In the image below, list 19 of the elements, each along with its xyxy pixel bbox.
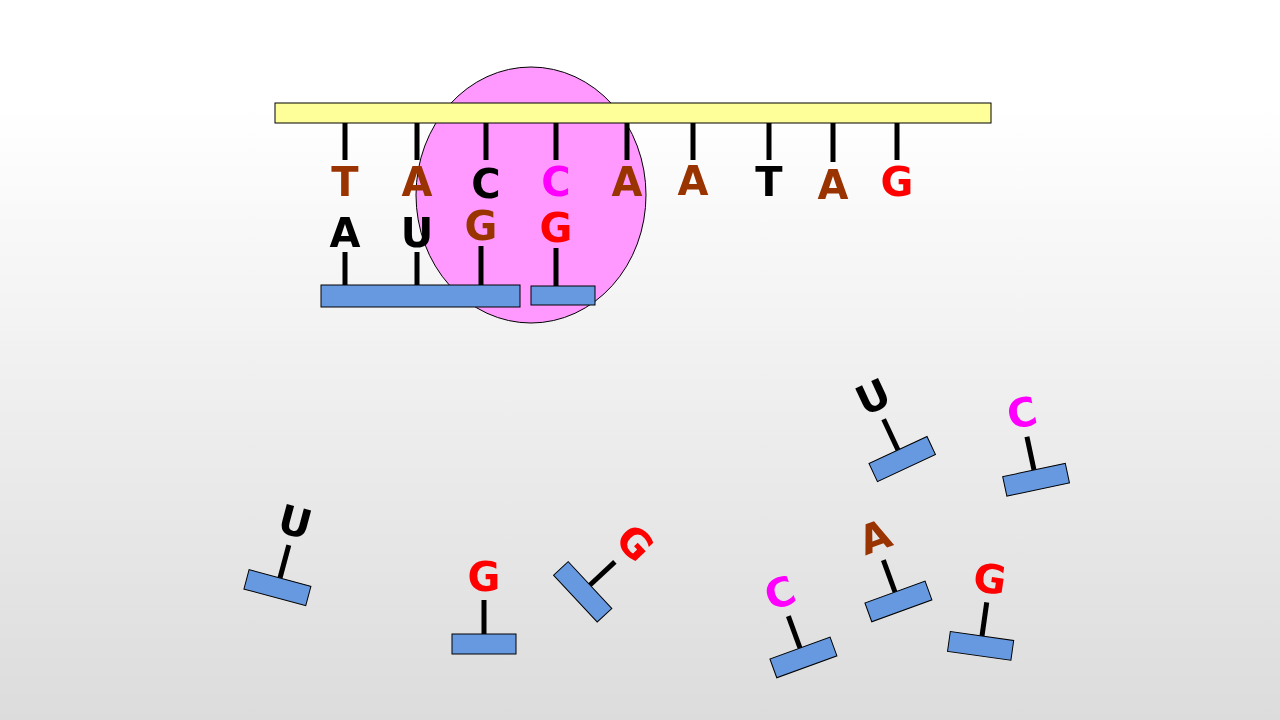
base-letter: C [757, 568, 803, 619]
base-letter: A [816, 165, 850, 205]
base-letter: A [610, 162, 644, 202]
base-letter: A [852, 512, 898, 563]
base-letter: G [464, 206, 498, 246]
base-letter: U [849, 372, 898, 423]
base-letter: G [880, 162, 914, 202]
base-letter: C [1001, 390, 1043, 437]
base-letter: G [609, 516, 662, 569]
base-letter: U [273, 498, 317, 546]
base-letter: C [540, 162, 572, 202]
base-letter: G [970, 556, 1010, 601]
base-letter: A [676, 161, 710, 201]
base-letter: G [539, 208, 573, 248]
base-letter: A [328, 213, 362, 253]
base-letter: T [754, 162, 784, 202]
base-letter: C [470, 164, 502, 204]
base-letter: T [330, 162, 360, 202]
base-letter: G [467, 557, 501, 597]
